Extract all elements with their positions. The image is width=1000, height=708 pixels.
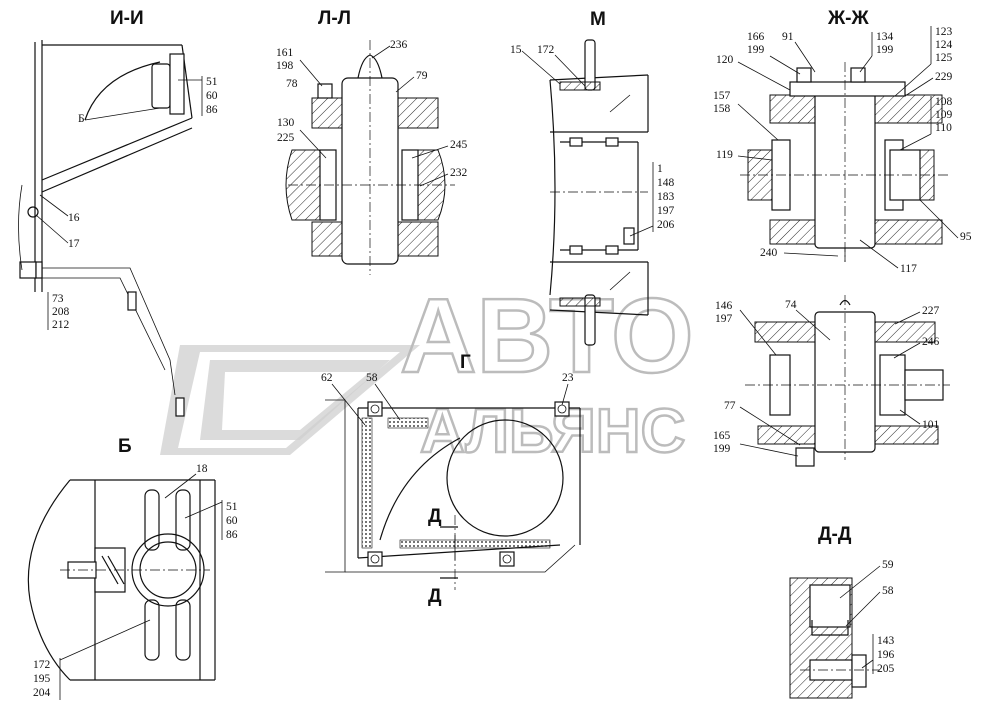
view-zz-title: Ж-Ж [827,8,869,29]
watermark-line-1: АВТО [400,277,694,395]
view-m-title: М [590,9,606,30]
view-zz-label-117: 117 [900,263,917,275]
view-dd-label-205: 205 [877,663,895,675]
view-ll-label-161: 161 [276,47,294,59]
view-zz-label-120: 120 [716,54,734,66]
view-ll-label-198: 198 [276,60,294,72]
view-zz-label-166: 166 [747,31,765,43]
view-ll-label-236: 236 [390,39,408,51]
view-zz2-label-165: 165 [713,430,731,442]
view-g-label-62: 62 [321,372,333,384]
view-ll-label-225: 225 [277,132,295,144]
view-ii-label-60: 60 [206,90,218,102]
view-m-label-148: 148 [657,177,675,189]
view-zz-label-124: 124 [935,39,953,51]
view-m-label-206: 206 [657,219,675,231]
watermark-line-2: АЛЬЯНС [420,397,685,466]
view-zz-label-199b: 199 [876,44,894,56]
view-m-label-15: 15 [510,44,522,56]
view-zz-label-95: 95 [960,231,972,243]
view-g-marker-top: Д [428,506,442,527]
view-zz-label-119: 119 [716,149,733,161]
view-ll-title: Л-Л [318,8,351,29]
view-zz-label-158: 158 [713,103,731,115]
view-zz2-label-246: 246 [922,336,940,348]
watermark-logo-icon [160,345,420,455]
view-ii-label-208: 208 [52,306,70,318]
view-ll-label-232: 232 [450,167,468,179]
view-zz-label-199a: 199 [747,44,765,56]
view-b-label-86: 86 [226,529,238,541]
view-g-marker-bottom: Д [428,586,442,607]
view-ii-label-51: 51 [206,76,218,88]
view-b-label-51: 51 [226,501,238,513]
view-zz-label-229: 229 [935,71,953,83]
view-g: Г 62 58 23 Д Д [321,352,581,607]
view-ll-label-78: 78 [286,78,298,90]
view-b-label-204: 204 [33,687,51,699]
view-m-label-1: 1 [657,163,663,175]
view-zz2-label-227: 227 [922,305,940,317]
view-ii-label-73: 73 [52,293,64,305]
view-m-label-183: 183 [657,191,675,203]
view-dd-label-58: 58 [882,585,894,597]
view-ii-label-16: 16 [68,212,80,224]
view-zz-label-108: 108 [935,96,953,108]
view-zz2-label-197: 197 [715,313,733,325]
view-zz-label-91: 91 [782,31,794,43]
view-b-title: Б [118,436,132,457]
view-zz2-label-199: 199 [713,443,731,455]
view-zz-label-110: 110 [935,122,952,134]
view-ii-label-86: 86 [206,104,218,116]
view-zz-label-157: 157 [713,90,731,102]
view-m-label-172: 172 [537,44,555,56]
view-ii-label-212: 212 [52,319,70,331]
view-b-label-18: 18 [196,463,208,475]
view-zz-label-109: 109 [935,109,953,121]
view-zz2-label-77: 77 [724,400,736,412]
view-zz2-label-74: 74 [785,299,797,311]
view-ll-label-245: 245 [450,139,468,151]
view-g-title: Г [460,352,471,373]
view-b-label-172: 172 [33,659,51,671]
view-g-label-23: 23 [562,372,574,384]
view-m: М 15 172 1 148 183 197 206 [510,9,675,346]
view-m-label-197: 197 [657,205,675,217]
view-b-label-195: 195 [33,673,51,685]
view-dd-label-196: 196 [877,649,895,661]
view-b-label-60: 60 [226,515,238,527]
view-dd-title: Д-Д [818,524,852,545]
view-zz-label-134: 134 [876,31,894,43]
view-ll: Л-Л 161 198 236 78 79 130 225 245 232 [276,8,468,275]
view-dd-label-143: 143 [877,635,895,647]
view-zz-label-240: 240 [760,247,778,259]
view-dd-label-59: 59 [882,559,894,571]
view-zz: Ж-Ж 166 199 91 134 199 123 124 125 120 2… [713,8,972,275]
view-zz-label-125: 125 [935,52,953,64]
view-dd: Д-Д 59 58 143 196 205 [789,524,895,699]
view-b: Б 18 51 60 86 172 195 204 [27,436,238,700]
watermark: АВТО АЛЬЯНС [160,276,695,467]
view-ii-label-17: 17 [68,238,80,250]
view-zz2-label-146: 146 [715,300,733,312]
view-ii: И-И 51 60 86 Б 16 17 73 208 212 [18,8,218,417]
view-zz2-label-101: 101 [922,419,940,431]
view-ii-title: И-И [110,8,144,29]
view-ll-label-79: 79 [416,70,428,82]
view-zz-label-123: 123 [935,26,953,38]
view-zz2: 146 197 74 227 246 77 101 165 199 [713,295,950,467]
view-ll-label-130: 130 [277,117,295,129]
view-g-label-58: 58 [366,372,378,384]
view-ii-marker: Б [78,113,85,125]
